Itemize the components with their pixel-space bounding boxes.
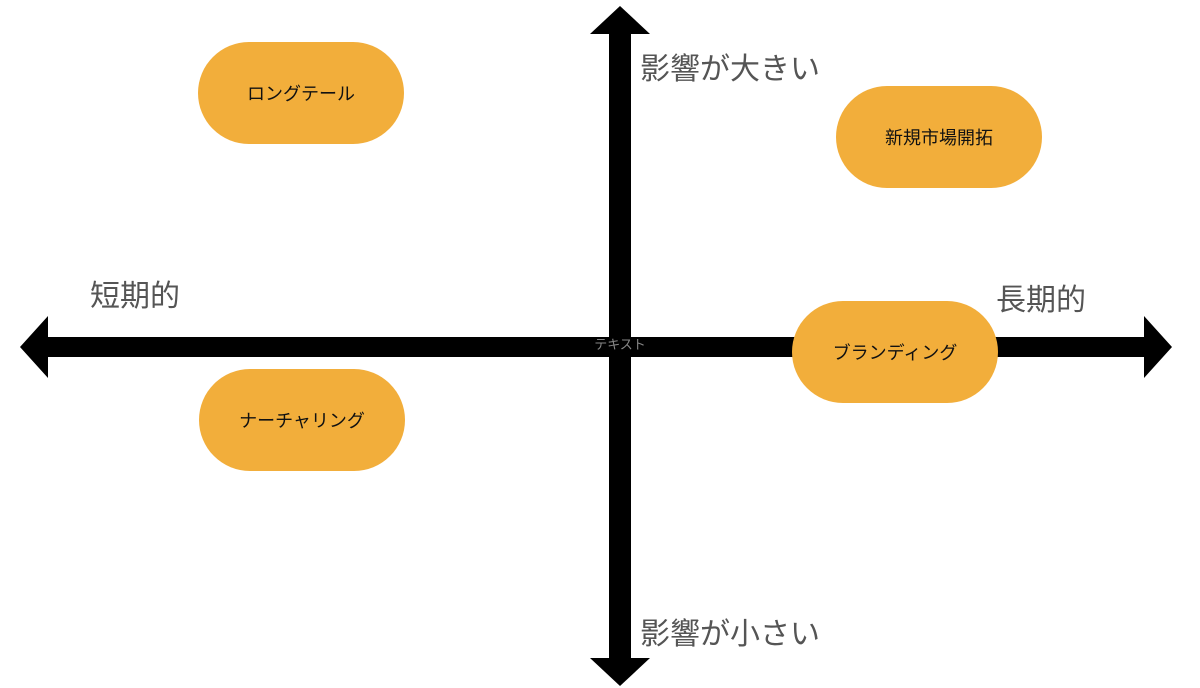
y-axis-bottom-label: 影響が小さい: [640, 617, 820, 652]
quadrant-item-longtail: ロングテール: [198, 42, 404, 144]
vertical-axis-line: [609, 28, 631, 662]
center-caption: テキスト: [594, 338, 646, 353]
x-axis-right-label: 長期的: [996, 283, 1086, 318]
y-axis-top-label: 影響が大きい: [640, 52, 820, 87]
quadrant-item-branding: ブランディング: [792, 301, 998, 403]
x-axis-left-label: 短期的: [90, 279, 180, 314]
quadrant-item-new-market: 新規市場開拓: [836, 86, 1042, 188]
down-arrow-head: [590, 658, 650, 686]
quadrant-item-label: ナーチャリング: [239, 411, 365, 432]
left-arrow-head: [20, 316, 48, 378]
quadrant-item-label: ブランディング: [832, 343, 958, 364]
quadrant-item-nurturing: ナーチャリング: [199, 369, 405, 471]
quadrant-item-label: ロングテール: [247, 84, 355, 105]
right-arrow-head: [1144, 316, 1172, 378]
up-arrow-head: [590, 6, 650, 34]
quadrant-item-label: 新規市場開拓: [885, 128, 993, 149]
